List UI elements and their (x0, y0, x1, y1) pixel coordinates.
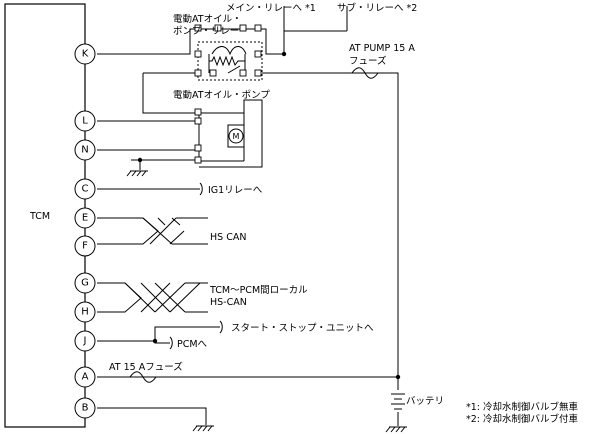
svg-text:J: J (83, 336, 87, 347)
label-sub-relay: サブ・リレーへ *2 (337, 2, 417, 14)
tcm-label: TCM (29, 211, 50, 222)
svg-text:H: H (81, 307, 89, 318)
label-at15-fuse: AT 15 Aフューズ (109, 361, 183, 373)
pin-C: C (74, 178, 96, 200)
svg-text:L: L (82, 116, 88, 127)
pin-G: G (74, 272, 96, 294)
label-main-relay: メイン・リレーへ *1 (226, 3, 316, 14)
label-pcm: PCMへ (177, 339, 208, 350)
label-start-stop-unit: スタート・ストップ・ユニットへ (231, 323, 374, 334)
note-2: *2: 冷却水制御バルブ付車 (466, 413, 579, 425)
label-local-can-line1: TCM～PCM間ローカル (209, 285, 308, 296)
pin-N: N (74, 139, 96, 161)
pin-L: L (74, 110, 96, 132)
svg-text:K: K (82, 49, 89, 60)
fuse-at-pump (351, 67, 379, 79)
pin-J: J (74, 330, 96, 352)
label-at-pump-fuse-line2: フューズ (349, 55, 387, 67)
svg-text:N: N (81, 145, 88, 156)
note-1: *1: 冷却水制御バルブ無車 (466, 401, 579, 413)
svg-text:A: A (82, 372, 89, 383)
motor-symbol: M (227, 124, 245, 148)
svg-text:M: M (233, 132, 240, 141)
label-local-can-line2: HS-CAN (210, 297, 247, 308)
svg-text:G: G (81, 278, 89, 289)
svg-text:E: E (82, 213, 88, 224)
label-oil-pump: 電動ATオイル・ポンプ (173, 90, 270, 101)
pin-K: K (74, 43, 96, 65)
pin-H: H (74, 301, 96, 323)
ground-symbols (126, 170, 407, 433)
label-ig1-relay: IG1リレーへ (208, 185, 263, 196)
pin-E: E (74, 207, 96, 229)
svg-text:C: C (82, 184, 89, 195)
tcm-box (4, 3, 86, 428)
pin-F: F (74, 235, 96, 257)
label-hs-can: HS CAN (210, 232, 246, 243)
svg-text:F: F (82, 241, 88, 252)
label-at-pump-fuse-line1: AT PUMP 15 A (349, 43, 415, 54)
label-relay-line2: ポンプ・リレー (173, 26, 239, 37)
label-battery: バッテリ (406, 396, 444, 407)
pin-A: A (74, 366, 96, 388)
pin-B: B (74, 397, 96, 419)
label-relay-line1: 電動ATオイル・ (173, 14, 242, 25)
connector-ends (169, 182, 223, 350)
svg-text:B: B (82, 403, 89, 414)
battery-symbol (390, 390, 406, 412)
fuse-at15 (129, 371, 157, 383)
terminal-squares (194, 24, 262, 164)
wires (97, 6, 401, 426)
